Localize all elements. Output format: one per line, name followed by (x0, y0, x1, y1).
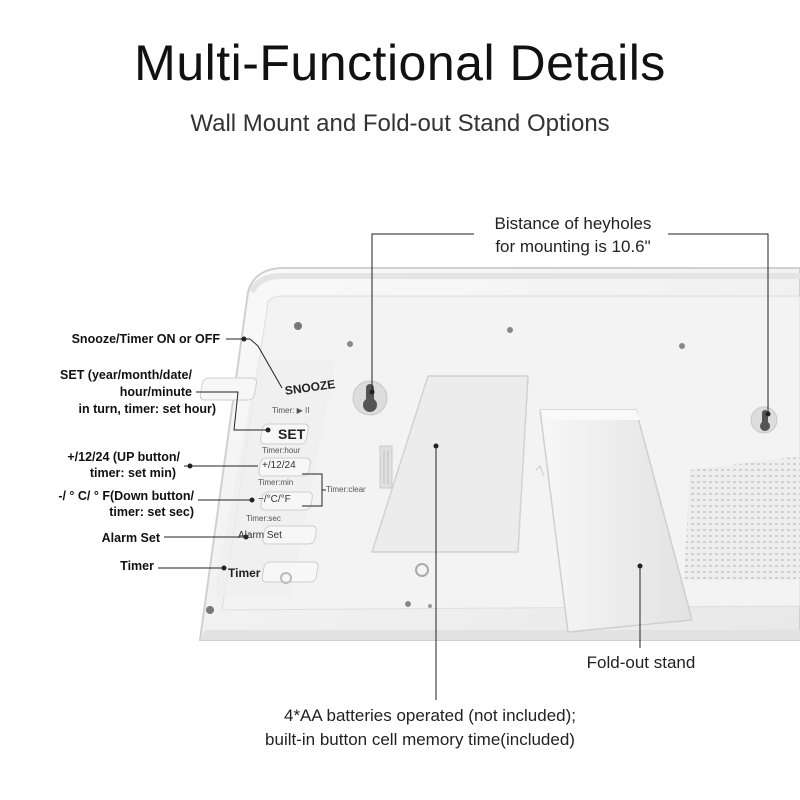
keyhole-right (750, 406, 778, 434)
label-set-2: hour/minute (119, 385, 192, 399)
label-timer: Timer (120, 559, 154, 573)
label-set-3: in turn, timer: set hour) (78, 402, 217, 416)
label-up-1: +/12/24 (UP button/ (67, 450, 180, 464)
set-button[interactable]: SET (278, 426, 306, 442)
timer-play-label: Timer: ▶ II (272, 406, 310, 415)
timer-button[interactable]: Timer (228, 566, 261, 580)
label-down-2: timer: set sec) (109, 505, 194, 519)
down-button[interactable]: −/°C/°F (258, 494, 291, 505)
timer-hour-label: Timer:hour (262, 446, 301, 455)
callout-stand: Fold-out stand (586, 653, 696, 672)
page-subtitle: Wall Mount and Fold-out Stand Options (190, 110, 610, 137)
callout-battery-2: built-in button cell memory time(include… (265, 730, 575, 749)
set-button-shape (260, 423, 309, 445)
callout-keyholes-2: for mounting is 10.6" (495, 237, 651, 256)
callout-battery-1: 4*AA batteries operated (not included); (283, 706, 577, 725)
label-alarm: Alarm Set (101, 531, 160, 545)
page-title: Multi-Functional Details (134, 35, 666, 91)
keyhole-left (352, 380, 388, 416)
snooze-button-shape (199, 377, 258, 401)
label-down-1: -/ ° C/ ° F(Down button/ (58, 489, 194, 503)
alarm-button-shape (262, 525, 317, 545)
battery-door (370, 375, 529, 553)
alarm-set-button[interactable]: Alarm Set (238, 530, 282, 541)
label-snooze: Snooze/Timer ON or OFF (71, 332, 220, 346)
callout-keyholes-1: Bistance of heyholes (494, 214, 652, 233)
speaker-grill (684, 456, 800, 580)
down-button-shape (260, 491, 313, 511)
label-up-2: timer: set min) (89, 466, 176, 480)
label-set-1: SET (year/month/date/ (60, 368, 192, 382)
timer-min-label: Timer:min (258, 478, 294, 487)
up-button[interactable]: +/12/24 (262, 460, 296, 471)
timer-sec-label: Timer:sec (246, 514, 281, 523)
timer-clear-label: Timer:clear (326, 485, 366, 494)
up-button-shape (258, 457, 311, 477)
